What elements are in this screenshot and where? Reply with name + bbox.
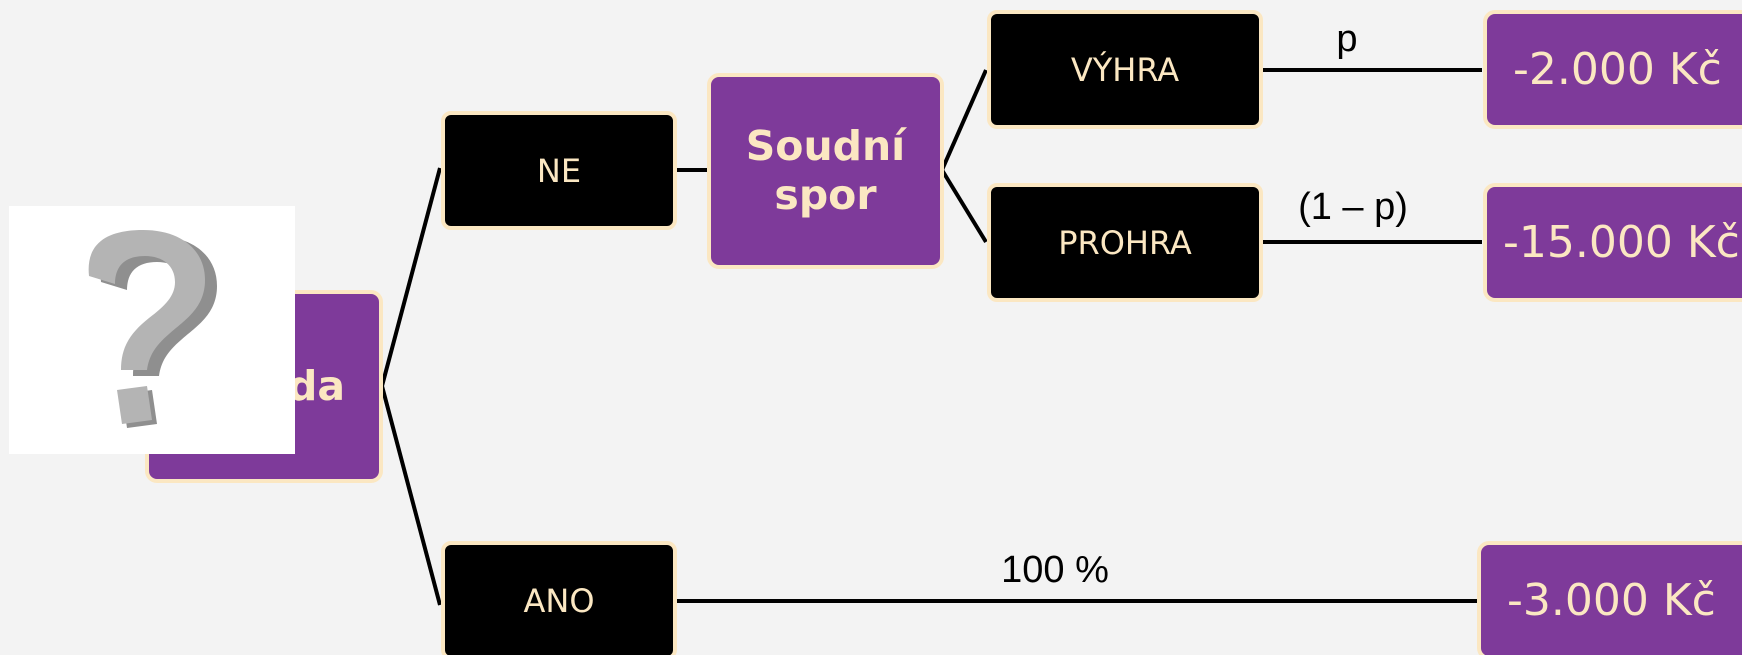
connector-root-ne [380, 167, 442, 387]
probability-label-100-percent: 100 % [1001, 549, 1109, 591]
probability-label-p: p [1336, 18, 1358, 60]
soudni-spor-label-line2: spor [774, 171, 877, 219]
probability-label-one-minus-p: (1 – p) [1298, 186, 1408, 228]
outcome-prohra-label: PROHRA [1058, 223, 1192, 262]
outcome-vyhra-node: VÝHRA [987, 10, 1263, 129]
root-decision-label: da [287, 361, 345, 410]
outcome-value-prohra-text: -15.000 Kč [1503, 217, 1740, 268]
outcome-prohra-node: PROHRA [987, 183, 1263, 302]
option-ne-node: NE [441, 111, 677, 230]
soudni-spor-label-line1: Soudní [745, 121, 906, 170]
option-ano-label: ANO [523, 581, 595, 620]
outcome-value-vyhra: -2.000 Kč [1483, 10, 1742, 129]
outcome-value-ano-text: -3.000 Kč [1507, 575, 1716, 626]
option-ne-label: NE [536, 151, 582, 190]
question-mark-icon [88, 230, 217, 428]
outcome-value-vyhra-text: -2.000 Kč [1513, 44, 1722, 95]
option-ano-node: ANO [441, 541, 677, 655]
outcome-value-ano: -3.000 Kč [1477, 541, 1742, 655]
question-mark-card [9, 206, 295, 454]
connector-root-ano [380, 385, 442, 606]
outcome-vyhra-label: VÝHRA [1070, 50, 1180, 89]
connector-spor-vyhra [940, 69, 988, 171]
soudni-spor-node: Soudní spor [707, 73, 944, 269]
outcome-value-prohra: -15.000 Kč [1483, 183, 1742, 302]
connector-spor-prohra [940, 168, 988, 244]
